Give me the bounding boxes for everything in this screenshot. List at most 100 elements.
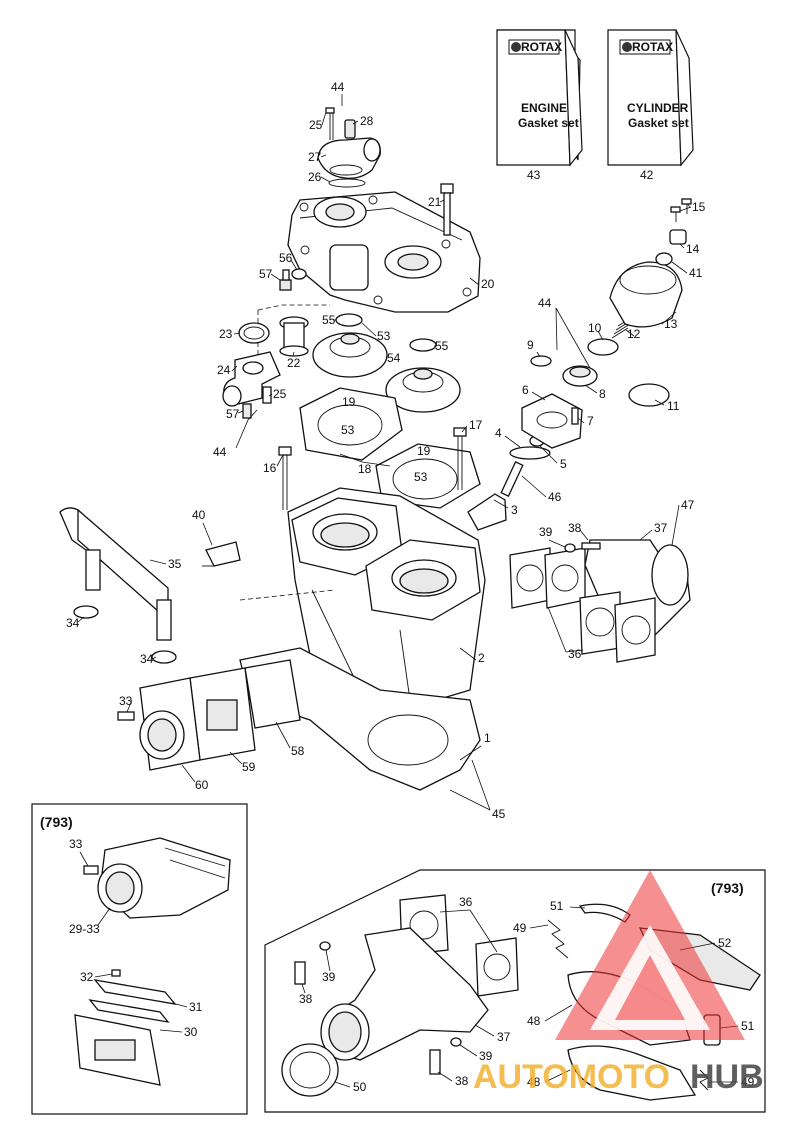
o-ring-11[interactable] [628, 383, 670, 407]
reed-spacer-58[interactable] [244, 659, 301, 729]
inset-washer-39-a[interactable] [319, 941, 331, 951]
o-ring-55-right[interactable] [409, 338, 437, 352]
gasket-36-c[interactable] [579, 591, 621, 655]
cylinder-2[interactable] [287, 487, 486, 706]
inset-screw-38-b[interactable] [429, 1049, 441, 1075]
inset-ring-50[interactable] [281, 1043, 339, 1097]
screw-7[interactable] [571, 407, 579, 425]
valve-cover-13[interactable] [609, 261, 683, 328]
engine-set-brand: ROTAX [521, 40, 562, 54]
water-outlet-27[interactable] [317, 137, 381, 179]
inset-right-label-38b: 38 [455, 1074, 469, 1088]
callout-40: 40 [192, 508, 206, 522]
inset-gasket-36-b[interactable] [475, 937, 519, 997]
callout-21: 21 [428, 195, 442, 209]
stud-16[interactable] [278, 446, 292, 510]
plug-57-bottom[interactable] [242, 403, 252, 419]
intake-adapter-60[interactable] [139, 677, 201, 771]
gasket-set-cylinder[interactable]: ROTAX CYLINDER Gasket set [607, 29, 694, 167]
gasket-36-a[interactable] [509, 547, 551, 609]
inset-screw-32[interactable] [111, 969, 121, 977]
screw-15-a[interactable] [670, 206, 681, 222]
gasket-23[interactable] [238, 322, 270, 344]
callout-38: 38 [568, 521, 582, 535]
callout-47: 47 [681, 498, 695, 512]
callout-20: 20 [481, 277, 495, 291]
inset-left-label-29-33: 29-33 [69, 922, 100, 936]
gasket-4[interactable] [509, 446, 551, 460]
hose-35[interactable] [59, 507, 172, 641]
inset-screw-38-a[interactable] [294, 961, 306, 985]
callout-14: 14 [686, 242, 700, 256]
rave-bellow-3[interactable] [467, 461, 524, 531]
gasket-26[interactable] [328, 178, 366, 188]
spring-12[interactable] [611, 315, 635, 339]
inset-right-label-49a: 49 [513, 921, 527, 935]
valve-housing-6[interactable] [521, 393, 583, 449]
inset-intake-adapter[interactable] [97, 837, 231, 919]
thermostat-22[interactable] [279, 316, 309, 357]
inset-right-label-37: 37 [497, 1030, 511, 1044]
callout-55b: 55 [435, 339, 449, 353]
callout-33: 33 [119, 694, 133, 708]
callout-2: 2 [478, 651, 485, 665]
inset-right-label-38a: 38 [299, 992, 313, 1006]
combustion-dome-54-right[interactable] [385, 367, 461, 413]
head-gasket-19-left[interactable] [299, 387, 403, 461]
inset-spring-49-a[interactable] [547, 919, 569, 959]
washer-39[interactable] [564, 543, 576, 553]
screw-15-b[interactable] [681, 198, 692, 214]
plug-57-top[interactable] [279, 269, 292, 291]
stud-17[interactable] [453, 427, 467, 490]
head-bolt-21[interactable] [440, 183, 454, 236]
engine-set-title: ENGINE [521, 101, 567, 115]
bolt-25-top[interactable] [325, 107, 335, 140]
callout-27: 27 [308, 150, 322, 164]
diaphragm-10[interactable] [587, 338, 619, 356]
inset-left-label-30: 30 [184, 1025, 198, 1039]
callout-10: 10 [588, 321, 602, 335]
inset-reed-petal[interactable] [88, 999, 170, 1023]
knob-14[interactable] [669, 229, 687, 245]
callout-53b: 53 [341, 423, 355, 437]
bolt-28[interactable] [344, 119, 356, 139]
callout-28: 28 [360, 114, 374, 128]
screw-38[interactable] [581, 542, 601, 550]
callout-13: 13 [664, 317, 678, 331]
combustion-dome-54-left[interactable] [312, 332, 388, 378]
o-ring-9[interactable] [530, 355, 552, 367]
gasket-36-d[interactable] [614, 597, 656, 663]
o-ring-55-left[interactable] [335, 313, 363, 327]
callout-34a: 34 [66, 616, 80, 630]
inset-washer-39-b[interactable] [450, 1037, 462, 1047]
clamp-34-top[interactable] [73, 605, 99, 619]
gasket-set-engine[interactable]: ROTAX ENGINE Gasket set [496, 29, 583, 167]
callout-19b: 19 [417, 444, 431, 458]
exhaust-manifold-37[interactable] [584, 539, 691, 656]
cylinder-set-title: CYLINDER [627, 101, 689, 115]
screw-33[interactable] [117, 711, 135, 721]
inset-right-label-39b: 39 [479, 1049, 493, 1063]
thermostat-housing-24[interactable] [222, 351, 281, 407]
gasket-36-b[interactable] [544, 547, 586, 609]
inset-manifold-37[interactable] [320, 927, 489, 1061]
sensor-56[interactable] [291, 268, 307, 280]
clip-40[interactable] [202, 541, 241, 567]
o-ring-41[interactable] [655, 252, 673, 266]
reed-block-59[interactable] [189, 667, 256, 761]
clamp-34-bottom[interactable] [151, 650, 177, 664]
inset-reed-block-30[interactable] [74, 1014, 161, 1086]
callout-19a: 19 [342, 395, 356, 409]
inset-screw-33[interactable] [83, 865, 99, 875]
inset-spring-49-b[interactable] [699, 1069, 709, 1091]
cylinder-head-20[interactable] [287, 191, 481, 313]
callout-54: 54 [387, 351, 401, 365]
callout-39: 39 [539, 525, 553, 539]
callout-43: 43 [527, 168, 541, 182]
callout-16: 16 [263, 461, 277, 475]
piston-8[interactable] [562, 365, 598, 387]
callout-7: 7 [587, 414, 594, 428]
inset-tuned-pipe-48-b[interactable] [567, 1045, 697, 1101]
callout-42: 42 [640, 168, 654, 182]
inset-right-label-50: 50 [353, 1080, 367, 1094]
